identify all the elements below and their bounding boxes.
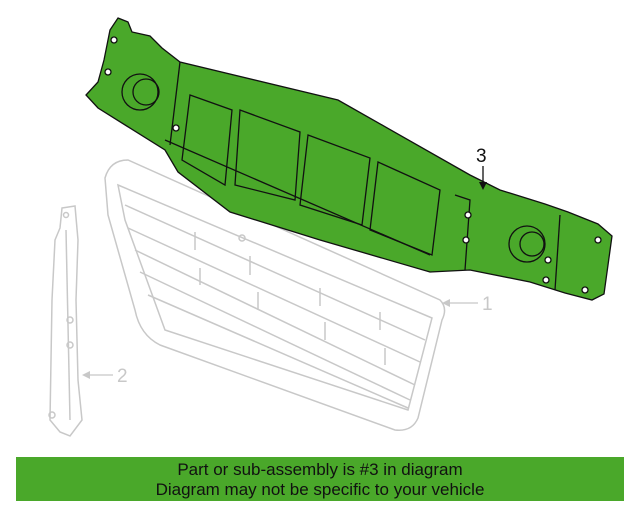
callout-label-1: 1 [482, 294, 493, 315]
arrow-icon [479, 182, 487, 190]
grille-part-1[interactable] [104, 159, 446, 431]
callout-1: 1 [442, 294, 493, 315]
callout-label-3: 3 [476, 146, 487, 167]
callout-label-2: 2 [117, 366, 128, 387]
bracket-part-2[interactable] [48, 205, 83, 437]
callout-3: 3 [476, 146, 487, 190]
arrow-icon [82, 371, 90, 379]
reinforcement-part-3[interactable] [85, 17, 613, 301]
banner-line-1: Part or sub-assembly is #3 in diagram [177, 460, 463, 479]
callout-2: 2 [82, 366, 128, 387]
banner-line-2: Diagram may not be specific to your vehi… [155, 480, 485, 499]
info-banner: Part or sub-assembly is #3 in diagram Di… [16, 457, 624, 501]
arrow-icon [442, 299, 450, 307]
